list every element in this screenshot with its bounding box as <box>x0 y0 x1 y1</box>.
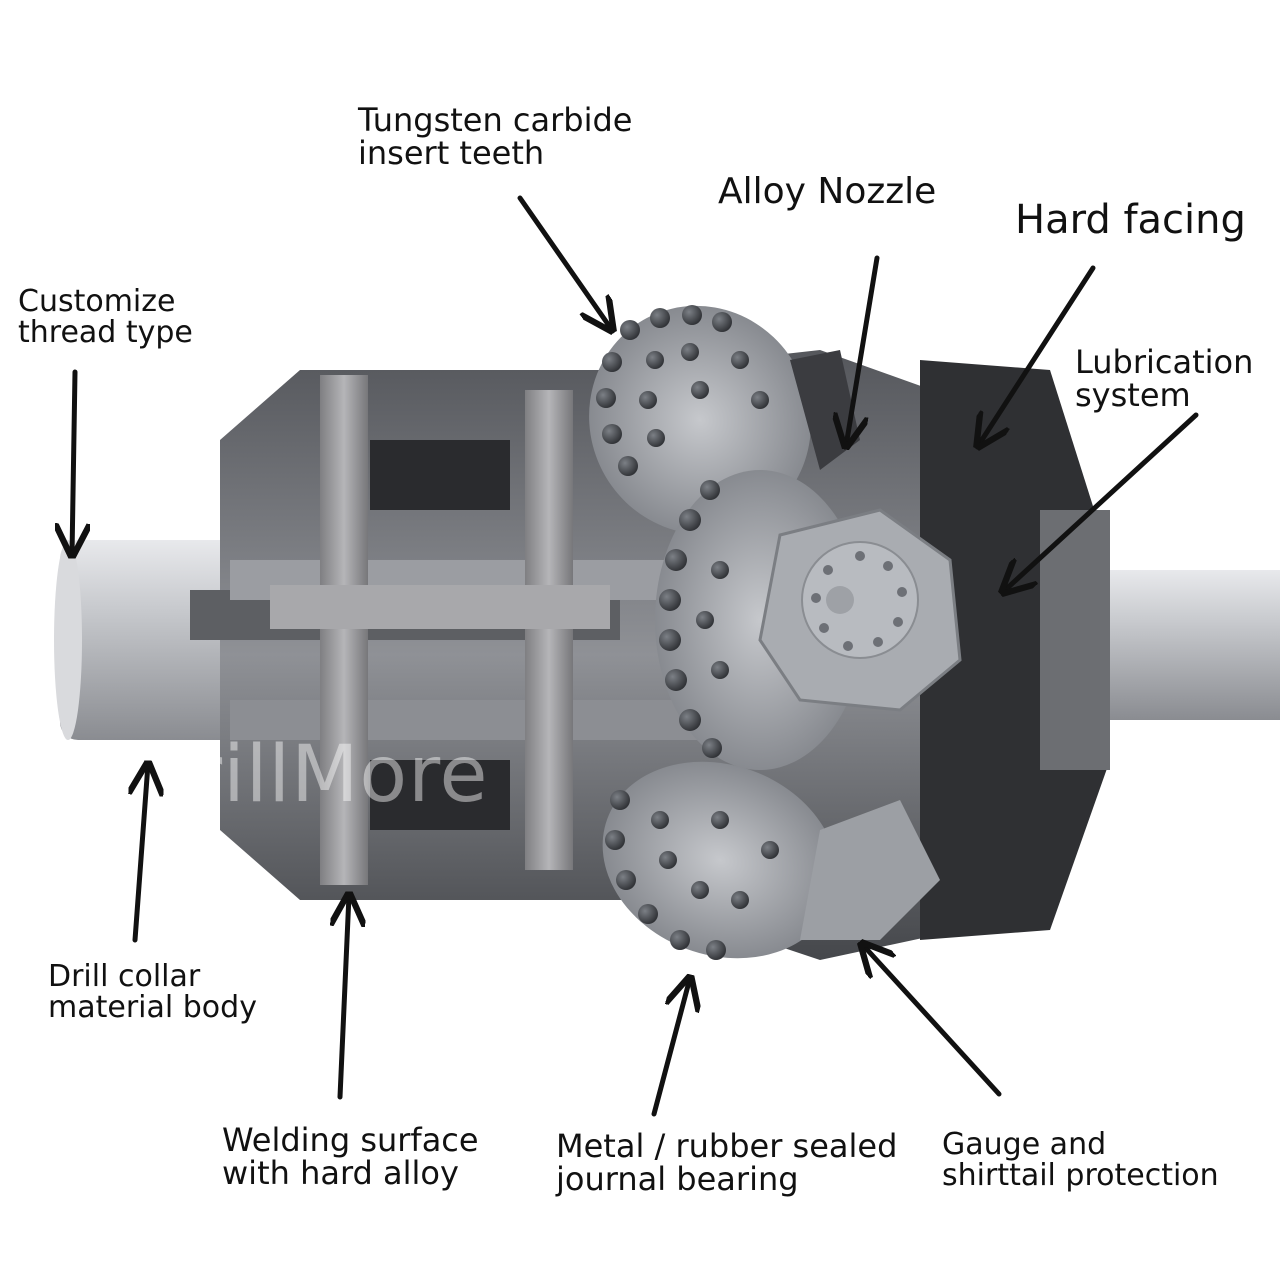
label-line: insert teeth <box>358 133 545 172</box>
arrow-nozzle <box>846 255 880 446</box>
watermark: rillMore <box>190 730 489 820</box>
label-line: Lubrication <box>1075 343 1254 381</box>
label-line: Alloy Nozzle <box>718 171 937 212</box>
label-tungsten-carbide: Tungsten carbide insert teeth <box>358 104 632 169</box>
label-line: Customize <box>18 284 176 319</box>
label-gauge-shirttail: Gauge and shirttail protection <box>942 1127 1219 1193</box>
gauge-shoulder <box>920 360 1280 940</box>
lower-roller-cone <box>602 761 940 960</box>
label-journal-bearing: Metal / rubber sealed journal bearing <box>556 1130 897 1195</box>
label-welding-surface: Welding surface with hard alloy <box>222 1124 479 1189</box>
welding-strips <box>270 375 610 885</box>
label-lubrication-system: Lubrication system <box>1075 346 1253 411</box>
label-line: thread type <box>18 314 193 350</box>
label-line: journal bearing <box>556 1159 799 1198</box>
arrow-gauge <box>862 944 1002 1097</box>
label-customize-thread: Customize thread type <box>18 284 193 350</box>
label-line: Tungsten carbide <box>358 101 633 139</box>
arrow-bearing <box>651 978 690 1117</box>
label-drill-collar: Drill collar material body <box>48 959 257 1025</box>
label-line: shirttail protection <box>942 1157 1219 1193</box>
arrow-thread <box>72 369 75 555</box>
label-line: system <box>1075 375 1191 414</box>
front-roller-cone <box>655 470 962 770</box>
label-line: Metal / rubber sealed <box>556 1127 898 1165</box>
label-line: with hard alloy <box>222 1153 459 1192</box>
arrow-hardfacing <box>978 265 1096 446</box>
callout-arrows <box>72 195 1199 1117</box>
label-line: material body <box>48 989 257 1025</box>
label-line: Gauge and <box>942 1127 1107 1162</box>
label-line: Drill collar <box>48 959 201 994</box>
label-hard-facing: Hard facing <box>1015 200 1246 241</box>
label-alloy-nozzle: Alloy Nozzle <box>718 171 937 212</box>
arrow-collar <box>135 764 148 943</box>
arrow-lubrication <box>1003 412 1199 592</box>
label-line: Hard facing <box>1015 197 1246 243</box>
arrow-tungsten <box>517 195 612 330</box>
arrow-welding <box>340 895 349 1100</box>
label-line: Welding surface <box>222 1121 479 1159</box>
